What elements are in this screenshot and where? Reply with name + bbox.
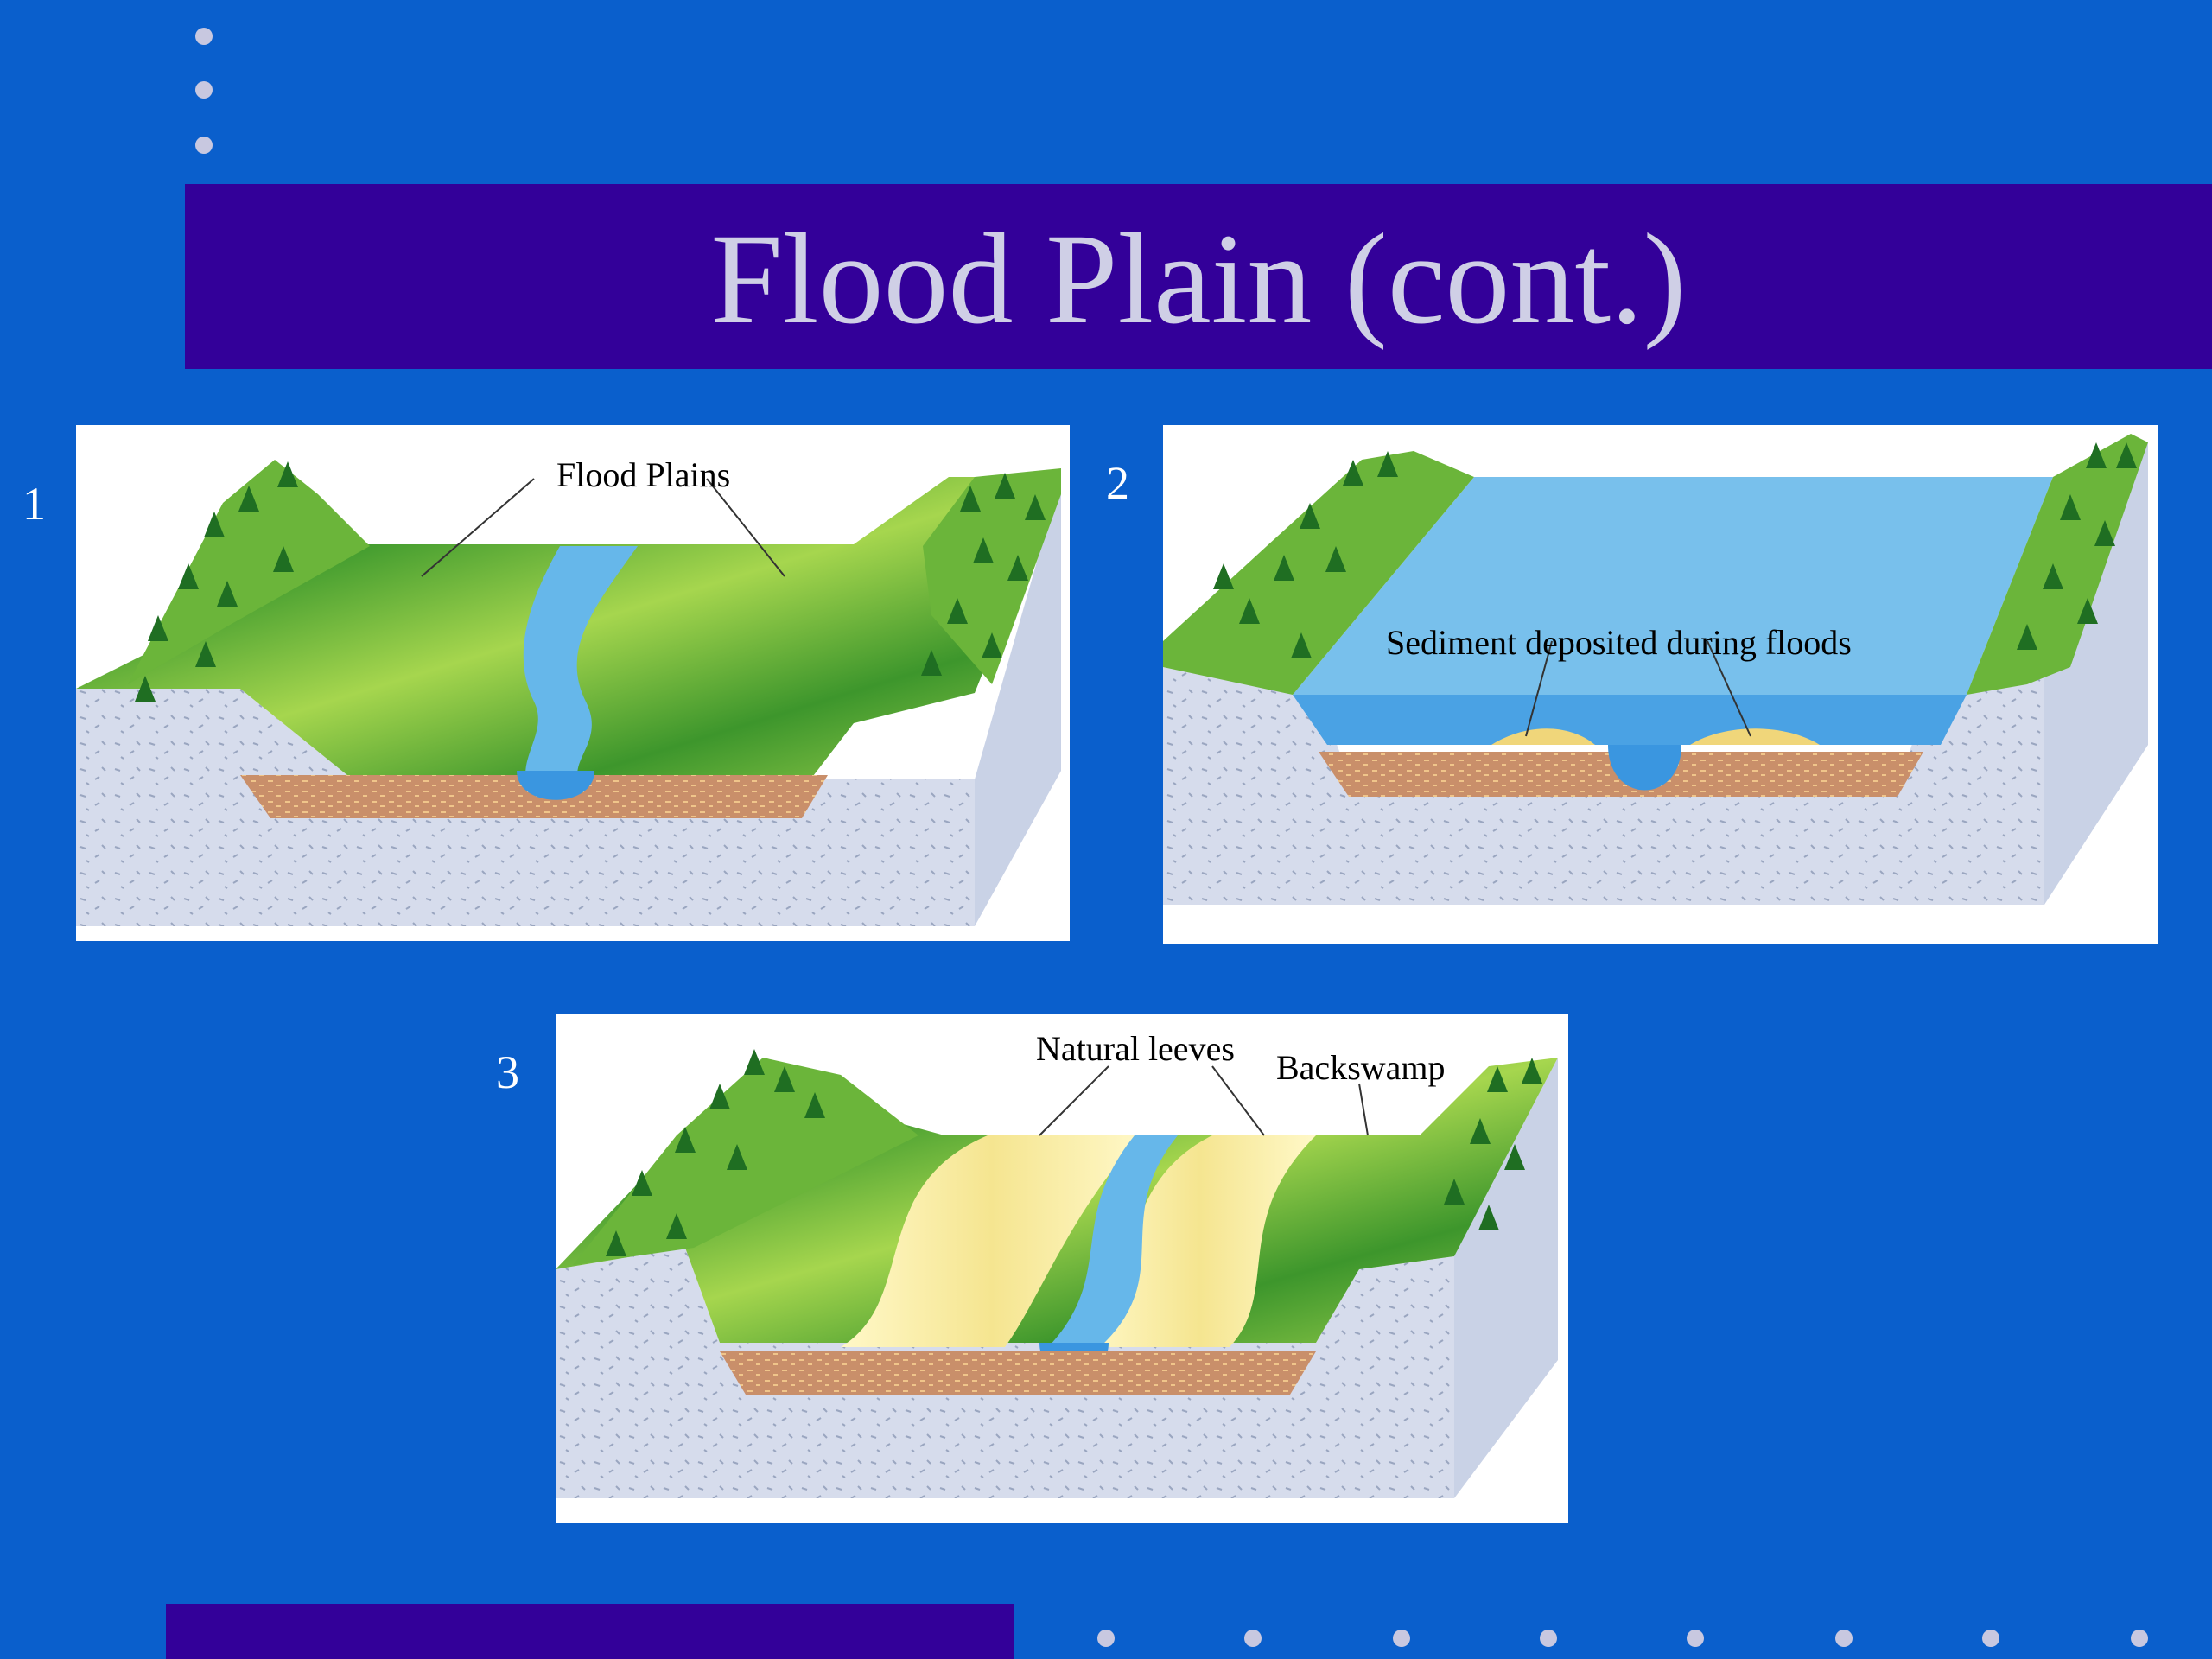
label-natural-leeves: Natural leeves	[1036, 1029, 1235, 1068]
panel-number-3: 3	[496, 1046, 519, 1098]
diagram-panel-2: Sediment deposited during floods	[1163, 425, 2158, 944]
label-flood-plains: Flood Plains	[556, 455, 731, 494]
panel-number-2: 2	[1106, 457, 1129, 509]
slide-title: Flood Plain (cont.)	[710, 207, 1687, 351]
diagram-panel-3: Natural leeves Backswamp	[556, 1014, 1568, 1523]
floodplain-stage-3-illustration	[556, 1049, 1558, 1498]
diagram-panel-1: Flood Plains	[76, 425, 1070, 941]
label-backswamp: Backswamp	[1276, 1048, 1446, 1087]
footer-bar	[166, 1604, 1014, 1659]
floodplain-stage-1-illustration	[76, 460, 1061, 926]
title-bar: Flood Plain (cont.)	[185, 184, 2212, 369]
label-sediment-deposited: Sediment deposited during floods	[1386, 623, 1852, 662]
floodplain-stage-2-illustration	[1163, 434, 2148, 905]
panel-number-1: 1	[22, 478, 46, 530]
